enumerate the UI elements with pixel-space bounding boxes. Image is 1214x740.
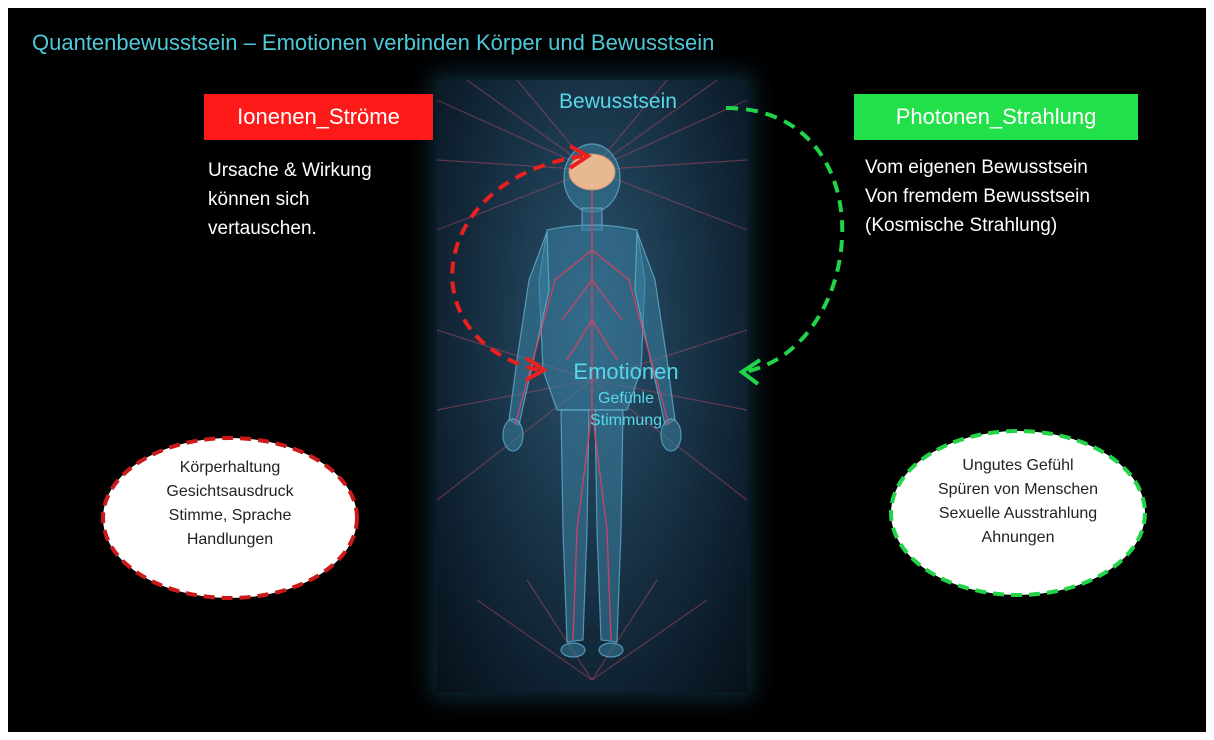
green-dashed-arrow: [726, 108, 842, 372]
arrows-layer: [8, 8, 1206, 732]
text-line: Körperhaltung: [130, 456, 330, 480]
text-line: Ungutes Gefühl: [913, 454, 1123, 478]
text-line: Handlungen: [130, 528, 330, 552]
text-line: Ahnungen: [913, 526, 1123, 550]
text-line: Stimme, Sprache: [130, 504, 330, 528]
text-line: Spüren von Menschen: [913, 478, 1123, 502]
slide: Quantenbewusstsein – Emotionen verbinden…: [8, 8, 1206, 732]
red-dashed-arrow: [452, 156, 583, 370]
body-expression-text: Körperhaltung Gesichtsausdruck Stimme, S…: [130, 456, 330, 552]
text-line: Sexuelle Ausstrahlung: [913, 502, 1123, 526]
perception-text: Ungutes Gefühl Spüren von Menschen Sexue…: [913, 454, 1123, 550]
text-line: Gesichtsausdruck: [130, 480, 330, 504]
